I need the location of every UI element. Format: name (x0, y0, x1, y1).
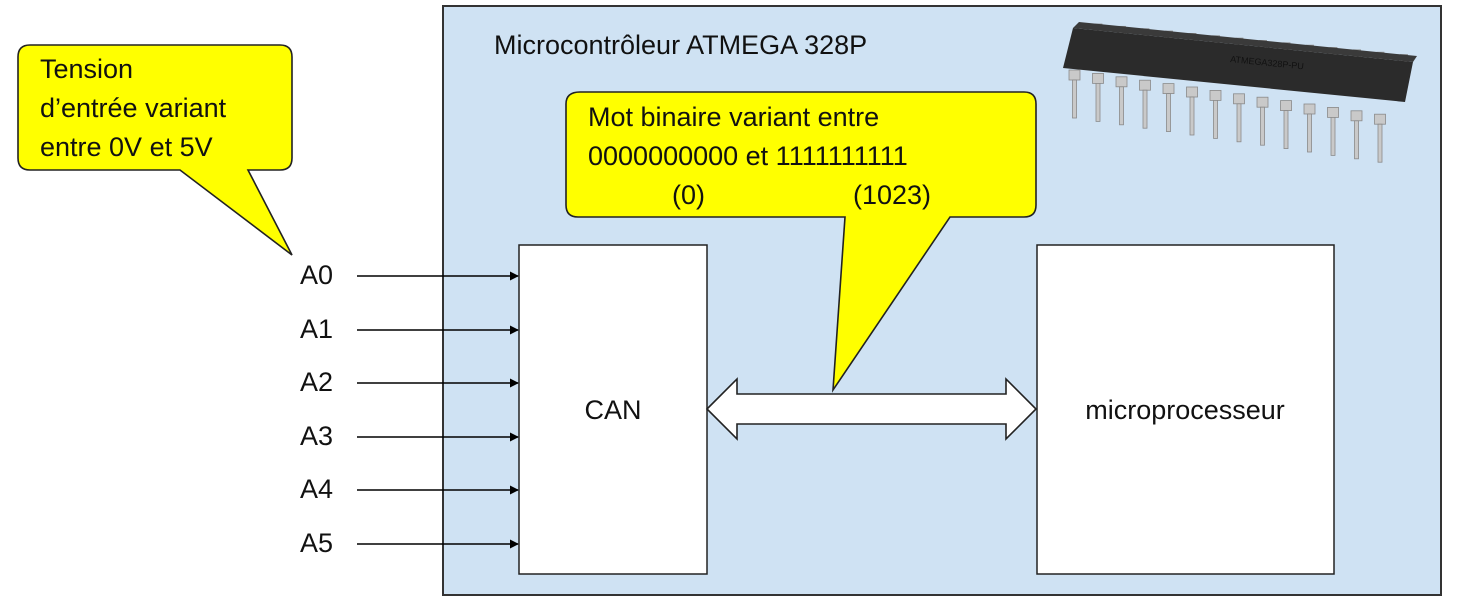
data-bus-arrow (705, 377, 1038, 441)
chip-pin-front (1186, 86, 1198, 136)
chip-pin-front (1209, 90, 1222, 139)
chip-pin-front (1350, 110, 1363, 160)
chip-pin-front (1327, 107, 1339, 156)
binary-max-label: (1023) (853, 180, 931, 210)
chip-pin-front (1139, 79, 1151, 129)
chip-pin-front (1256, 96, 1269, 146)
can-label: CAN (584, 395, 641, 425)
analog-pins: A0 A1 A2 A3 A4 A5 (300, 260, 519, 558)
binary-callout-line-1: Mot binaire variant entre (588, 102, 879, 132)
pin-label-a3: A3 (300, 421, 333, 451)
pin-label-a5: A5 (300, 528, 333, 558)
dip-28-chip-icon: ATMEGA328P-PU (1063, 22, 1417, 163)
binary-min-label: (0) (672, 180, 705, 210)
can-block (518, 244, 708, 575)
chip-pin-front (1092, 73, 1104, 122)
input-callout-line-2: d’entrée variant (40, 93, 227, 123)
pin-label-a0: A0 (300, 260, 333, 290)
pin-label-a1: A1 (300, 314, 333, 344)
microprocessor-block (1036, 244, 1335, 575)
chip-pin-front (1280, 100, 1292, 149)
binary-word-callout (565, 91, 1037, 393)
microcontroller-title: Microcontrôleur ATMEGA 328P (494, 30, 867, 60)
pin-label-a2: A2 (300, 367, 333, 397)
chip-pin-front (1115, 76, 1128, 126)
input-voltage-callout (17, 44, 293, 256)
chip-pin-front (1374, 113, 1386, 163)
chip-pin-front (1068, 69, 1081, 119)
binary-callout-line-2: 0000000000 et 1111111111 (588, 141, 908, 171)
chip-pin-front (1303, 103, 1316, 153)
microprocessor-label: microprocesseur (1085, 395, 1285, 425)
chip-pin-front (1233, 93, 1245, 143)
input-callout-line-1: Tension (40, 54, 133, 84)
chip-pin-front (1162, 83, 1175, 132)
input-callout-line-3: entre 0V et 5V (40, 132, 213, 162)
pin-label-a4: A4 (300, 474, 333, 504)
